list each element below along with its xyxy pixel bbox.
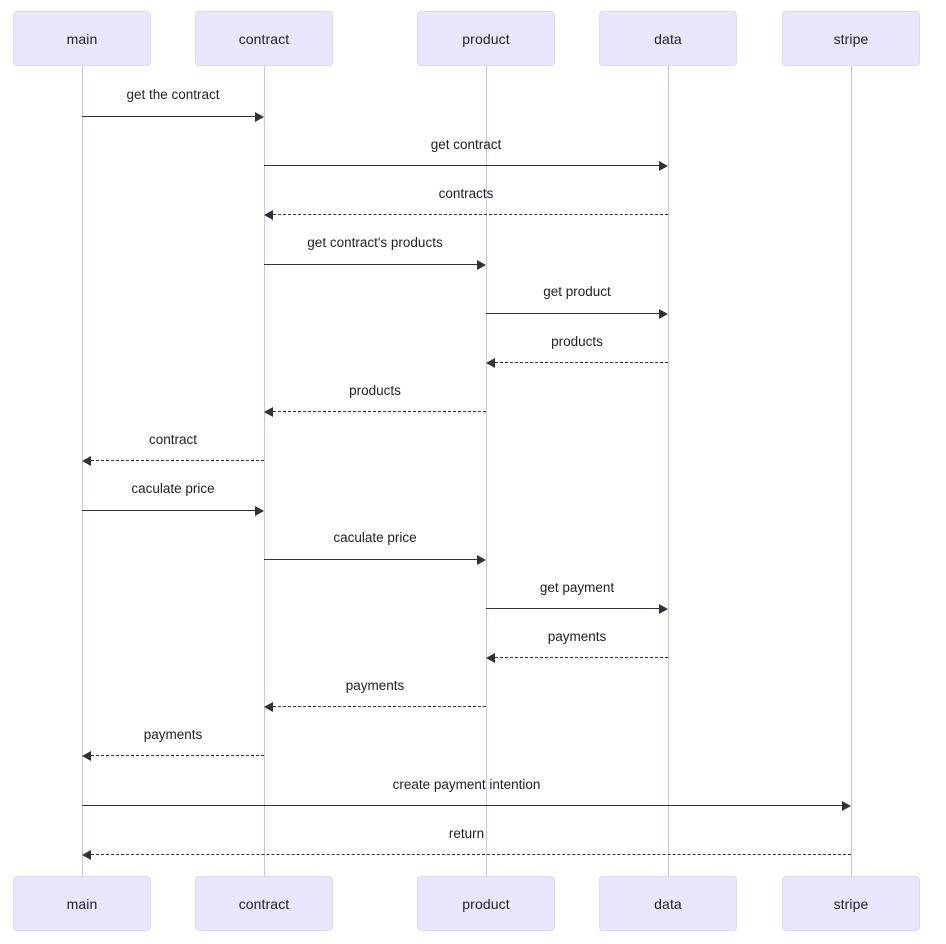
message-line-15	[91, 854, 851, 855]
message-line-3	[264, 264, 477, 265]
participant-box-bottom-stripe[interactable]: stripe	[782, 876, 920, 931]
participant-box-bottom-contract[interactable]: contract	[195, 876, 333, 931]
participant-box-bottom-data[interactable]: data	[599, 876, 737, 931]
message-line-11	[495, 657, 668, 658]
message-label-12: payments	[345, 678, 405, 693]
message-label-9: caculate price	[333, 530, 417, 545]
message-label-8: caculate price	[131, 481, 215, 496]
participant-label-stripe: stripe	[833, 30, 869, 47]
message-label-3: get contract's products	[307, 235, 443, 250]
message-line-4	[486, 313, 659, 314]
message-arrowhead-1	[659, 161, 668, 171]
participant-box-top-data[interactable]: data	[599, 11, 737, 66]
message-label-0: get the contract	[126, 87, 220, 102]
message-line-12	[273, 706, 486, 707]
message-arrowhead-11	[486, 653, 495, 663]
message-arrowhead-5	[486, 358, 495, 368]
participant-box-top-contract[interactable]: contract	[195, 11, 333, 66]
participant-box-top-product[interactable]: product	[417, 11, 555, 66]
message-line-10	[486, 608, 659, 609]
message-label-14: create payment intention	[392, 777, 541, 792]
message-label-1: get contract	[430, 137, 502, 152]
message-label-13: payments	[143, 727, 203, 742]
message-label-7: contract	[148, 432, 198, 447]
participant-label-contract: contract	[238, 895, 290, 912]
message-arrowhead-6	[264, 407, 273, 417]
message-line-8	[82, 510, 255, 511]
participant-label-contract: contract	[238, 30, 290, 47]
participant-label-main: main	[66, 30, 98, 47]
message-arrowhead-4	[659, 309, 668, 319]
message-line-13	[91, 755, 264, 756]
message-label-15: return	[448, 826, 485, 841]
message-arrowhead-0	[255, 112, 264, 122]
participant-label-product: product	[462, 895, 510, 912]
message-line-0	[82, 116, 255, 117]
message-line-2	[273, 214, 668, 215]
participant-box-top-main[interactable]: main	[13, 11, 151, 66]
message-arrowhead-12	[264, 702, 273, 712]
message-arrowhead-7	[82, 456, 91, 466]
message-line-9	[264, 559, 477, 560]
lifeline-data	[668, 66, 669, 876]
participant-label-product: product	[462, 30, 510, 47]
participant-label-stripe: stripe	[833, 895, 869, 912]
message-arrowhead-15	[82, 850, 91, 860]
message-label-10: get payment	[539, 580, 615, 595]
message-line-1	[264, 165, 659, 166]
lifeline-contract	[264, 66, 265, 876]
message-label-11: payments	[547, 629, 607, 644]
message-arrowhead-9	[477, 555, 486, 565]
message-arrowhead-2	[264, 210, 273, 220]
message-line-5	[495, 362, 668, 363]
participant-label-main: main	[66, 895, 98, 912]
message-label-2: contracts	[438, 186, 494, 201]
message-arrowhead-14	[842, 801, 851, 811]
message-line-7	[91, 460, 264, 461]
message-label-6: products	[349, 383, 401, 398]
message-line-14	[82, 805, 842, 806]
lifeline-main	[82, 66, 83, 876]
participant-box-bottom-main[interactable]: main	[13, 876, 151, 931]
message-arrowhead-8	[255, 506, 264, 516]
lifeline-stripe	[851, 66, 852, 876]
message-line-6	[273, 411, 486, 412]
message-arrowhead-13	[82, 751, 91, 761]
participant-box-top-stripe[interactable]: stripe	[782, 11, 920, 66]
lifeline-product	[486, 66, 487, 876]
message-label-5: products	[551, 334, 603, 349]
message-arrowhead-3	[477, 260, 486, 270]
message-label-4: get product	[543, 284, 611, 299]
message-arrowhead-10	[659, 604, 668, 614]
participant-box-bottom-product[interactable]: product	[417, 876, 555, 931]
participant-label-data: data	[654, 895, 682, 912]
participant-label-data: data	[654, 30, 682, 47]
